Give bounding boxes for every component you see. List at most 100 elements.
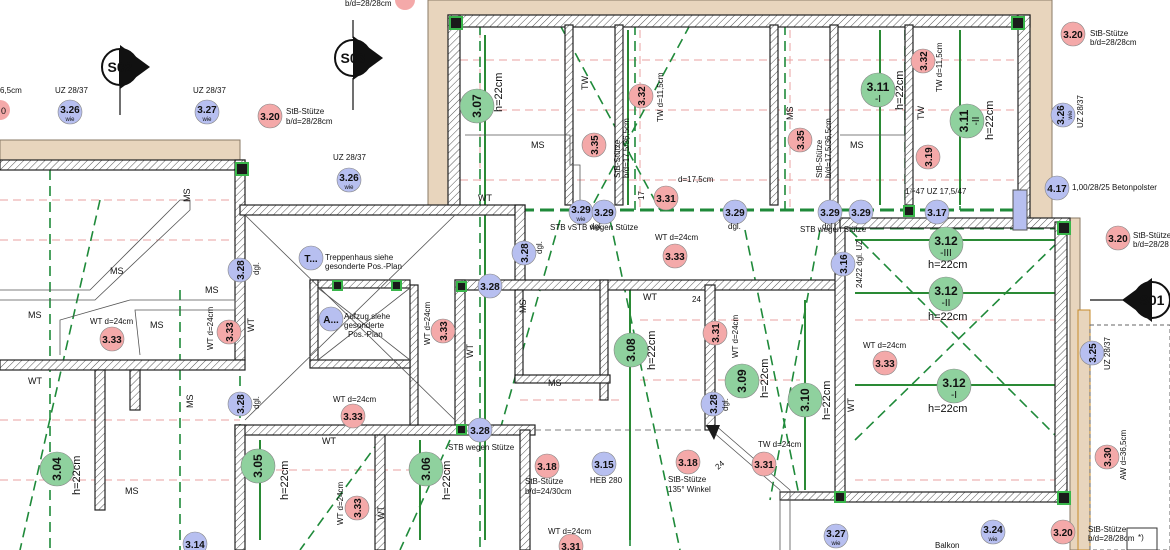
marker-circle xyxy=(1050,519,1076,545)
text-label: 1,00/28/25 Betonpolster xyxy=(1072,183,1157,192)
text-label: 1⁷⁵47 UZ 17,5/47 xyxy=(905,187,967,196)
position-marker-3-31[interactable]: 3.31 xyxy=(653,185,679,211)
position-marker-A-..[interactable]: A... xyxy=(318,306,344,332)
position-marker-T-..[interactable]: T... xyxy=(298,245,324,271)
position-marker-3-31[interactable]: 3.31 xyxy=(702,320,728,346)
position-marker-3-29[interactable]: 3.29 xyxy=(817,199,843,225)
position-marker-3-04[interactable]: 3.04 xyxy=(39,451,75,487)
position-marker-3-14[interactable]: 3.14 xyxy=(182,531,208,550)
column xyxy=(235,162,249,176)
text-label: UZ 28/37 xyxy=(55,86,88,95)
marker-text: 3.31 xyxy=(754,460,774,471)
position-marker-3-29[interactable]: 3.29 xyxy=(591,199,617,225)
position-marker-3-20[interactable]: 3.20 xyxy=(1105,225,1131,251)
position-marker-3-05[interactable]: 3.05 xyxy=(240,448,276,484)
position-marker-3-19[interactable]: 3.19 xyxy=(915,144,941,170)
marker-text: 3.11 xyxy=(867,80,890,94)
position-marker-3-29[interactable]: 3.29 xyxy=(848,199,874,225)
position-marker-3-33[interactable]: 3.33 xyxy=(430,318,456,344)
position-marker-3-18[interactable]: 3.18 xyxy=(534,453,560,479)
marker-text: 3.04 xyxy=(50,457,64,481)
text-label: MS xyxy=(518,300,528,314)
position-marker-3-28[interactable]: 3.28 xyxy=(227,391,253,417)
position-marker-4-17[interactable]: 4.17 xyxy=(1044,175,1070,201)
position-marker-3-20[interactable]: 3.20 xyxy=(257,103,283,129)
position-marker-3-32[interactable]: 3.32 xyxy=(628,83,654,109)
position-marker-3-12[interactable]: 3.12-III xyxy=(928,226,964,262)
position-marker-3-33[interactable]: 3.33 xyxy=(344,495,370,521)
position-marker-3-10[interactable]: 3.10 xyxy=(787,382,823,418)
text-label: WT xyxy=(643,292,657,302)
position-marker-3-09[interactable]: 3.09 xyxy=(724,363,760,399)
text-label: b/d=28/28cm xyxy=(1090,38,1137,47)
position-marker-3-31[interactable]: 3.31 xyxy=(558,533,584,550)
text-label: MS xyxy=(182,189,192,203)
position-marker-3-17[interactable]: 3.17 xyxy=(924,199,950,225)
position-marker-3-18[interactable]: 3.18 xyxy=(675,449,701,475)
marker-circle xyxy=(928,226,964,262)
marker-circle xyxy=(340,403,366,429)
position-marker-3-28[interactable]: 3.28 xyxy=(467,417,493,443)
position-marker-3-33[interactable]: 3.33 xyxy=(99,326,125,352)
position-marker-3-12[interactable]: 3.12-I xyxy=(936,368,972,404)
position-marker-3-33[interactable]: 3.33 xyxy=(340,403,366,429)
position-marker-3-30[interactable]: 3.30 xyxy=(1094,444,1120,470)
marker-circle xyxy=(336,167,362,193)
text-label: WT d=24cm xyxy=(731,314,740,358)
position-marker-3-11[interactable]: 3.11-I xyxy=(860,72,896,108)
position-marker-3-31[interactable]: 3.31 xyxy=(751,451,777,477)
text-label: h=22cm xyxy=(928,311,967,323)
text-label: StB-Stütze xyxy=(525,477,564,486)
text-label: WT d=24cm xyxy=(655,233,699,242)
position-marker-3-28[interactable]: 3.28 xyxy=(700,391,726,417)
position-marker-3-20[interactable]: 3.20 xyxy=(1050,519,1076,545)
text-label: 135° Winkel xyxy=(668,485,711,494)
text-label: WT d=24cm xyxy=(90,317,134,326)
section-marker-s03[interactable]: S03 xyxy=(334,20,383,110)
position-marker-3-25[interactable]: 3.25 xyxy=(1079,340,1105,366)
marker-subtext: -III xyxy=(940,248,952,259)
position-marker-3-35[interactable]: 3.35 xyxy=(787,127,813,153)
text-label: WT d=24cm xyxy=(333,395,377,404)
column xyxy=(903,205,915,217)
position-marker-3-16[interactable]: 3.16 xyxy=(830,251,856,277)
section-marker-s02[interactable]: S02 xyxy=(101,45,150,115)
section-marker-s01[interactable]: S01 xyxy=(1090,278,1170,322)
marker-subtext: wie xyxy=(64,117,75,123)
position-marker-3-07[interactable]: 3.07 xyxy=(459,88,495,124)
position-marker-3-20[interactable]: 3.20 xyxy=(1060,21,1086,47)
marker-circle xyxy=(751,451,777,477)
marker-circle xyxy=(910,48,936,74)
position-marker-3-06[interactable]: 3.06 xyxy=(408,451,444,487)
column xyxy=(456,424,467,435)
position-marker-3-15[interactable]: 3.15 xyxy=(591,451,617,477)
text-label: WT xyxy=(376,506,386,520)
position-marker-3-32[interactable]: 3.32 xyxy=(910,48,936,74)
position-marker-3-08[interactable]: 3.08 xyxy=(613,332,649,368)
position-marker-3-28[interactable]: 3.28 xyxy=(477,273,503,299)
marker-circle xyxy=(581,132,607,158)
marker-circle xyxy=(936,368,972,404)
marker-text: 3.33 xyxy=(665,252,685,263)
position-marker-3-33[interactable]: 3.33 xyxy=(216,319,242,345)
position-marker-3-35[interactable]: 3.35 xyxy=(581,132,607,158)
text-label: TW xyxy=(580,76,590,90)
text-label: h=22cm xyxy=(928,259,967,271)
position-marker-3-11[interactable]: 3.11-II xyxy=(949,103,985,139)
position-marker-3-12[interactable]: 3.12-II xyxy=(928,276,964,312)
marker-circle xyxy=(872,350,898,376)
position-marker-3-33[interactable]: 3.33 xyxy=(872,350,898,376)
position-marker-3-28[interactable]: 3.28 xyxy=(511,240,537,266)
position-marker-3-29[interactable]: 3.29 xyxy=(722,199,748,225)
text-label: StB-Stütze xyxy=(613,139,622,178)
position-marker-3-33[interactable]: 3.33 xyxy=(662,243,688,269)
position-marker-3-28[interactable]: 3.28 xyxy=(227,257,253,283)
